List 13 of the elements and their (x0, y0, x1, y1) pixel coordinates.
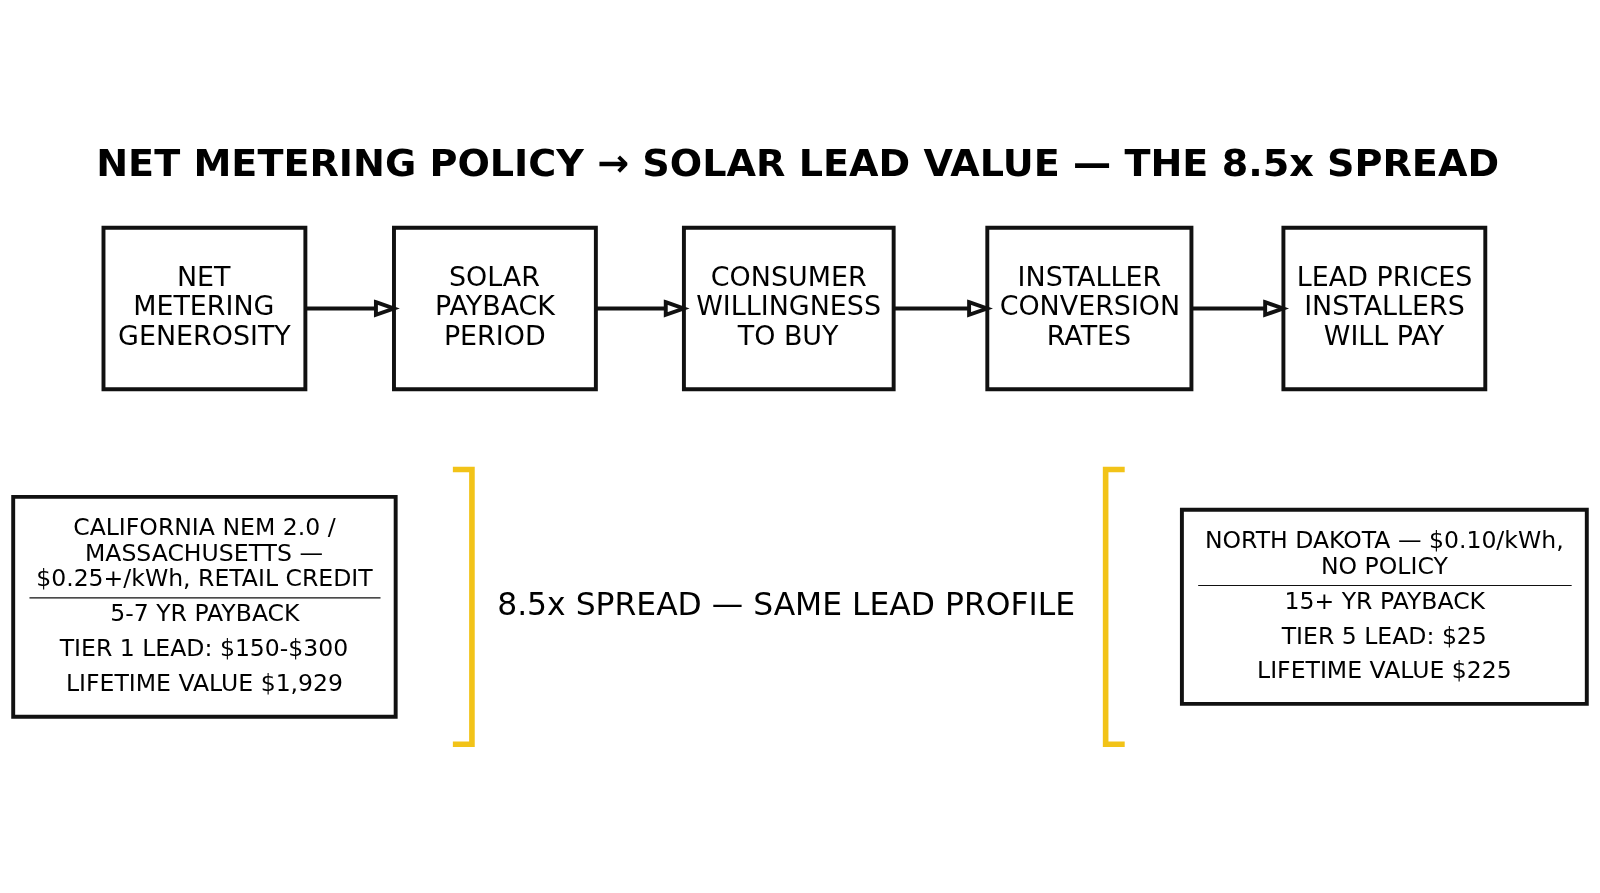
arrow (595, 298, 690, 318)
node-box: NET METERING GENEROSITY (101, 225, 308, 391)
node-box: NORTH DAKOTA — $0.10/kWh, NO POLICY 15+ YR PAYBACK TIER 5 LEAD: $25 LIFETIME VALUE $225 (1179, 507, 1589, 706)
arrow (893, 298, 993, 318)
arrow (305, 298, 400, 318)
node-box: LEAD PRICES INSTALLERS WILL PAY (1281, 225, 1488, 391)
arrow (1191, 298, 1290, 318)
diagram-title: NET METERING POLICY → SOLAR LEAD VALUE — THE 8.5x SPREAD (96, 140, 1500, 185)
node-box: INSTALLER CONVERSION RATES (985, 225, 1194, 391)
node-box: CONSUMER WILLINGNESS TO BUY (681, 225, 896, 391)
node-box: CALIFORNIA NEM 2.0 / MASSACHUSETTS — $0.25+/kWh, RETAIL CREDIT 5-7 YR PAYBACK TIER 1 LEAD: $150-$300 LIFETIME VALUE $1,929 (11, 494, 398, 719)
label: 8.5x SPREAD — SAME LEAD PROFILE (497, 585, 1076, 622)
node-box: SOLAR PAYBACK PERIOD (392, 225, 598, 391)
